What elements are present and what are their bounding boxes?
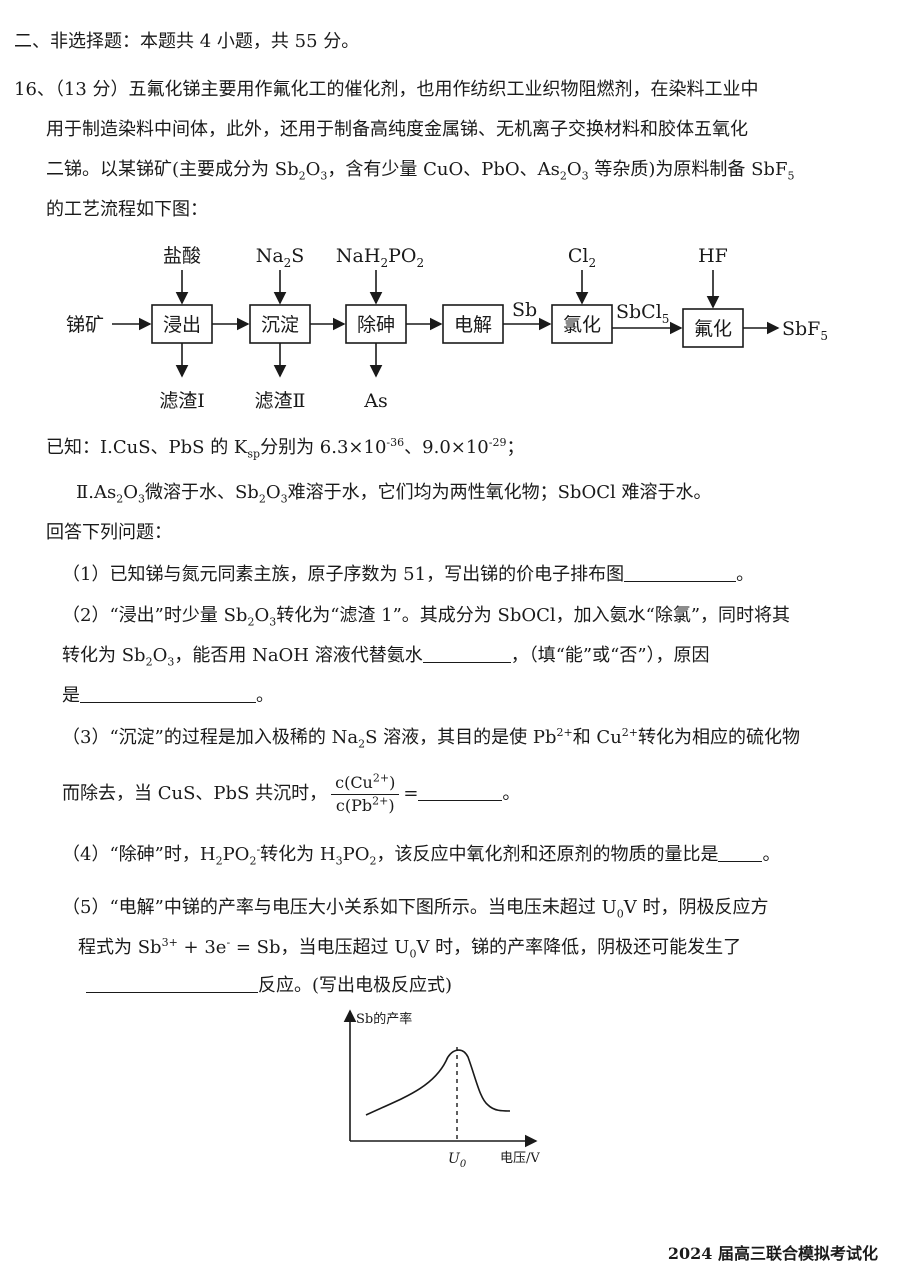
reagent-na2s: Na2S <box>256 245 305 270</box>
part-3-line-1: （3）“沉淀”的过程是加入极稀的 Na2S 溶液，其目的是使 Pb2+和 Cu2… <box>62 726 801 751</box>
part-4: （4）“除砷”时，H2PO2-转化为 H3PO2，该反应中氧化剂和还原剂的物质的… <box>62 843 781 868</box>
part-1: （1）已知锑与氮元同素主族，原子序数为 51，写出锑的价电子排布图。 <box>62 564 755 585</box>
output-residue-2: 滤渣Ⅱ <box>255 390 306 412</box>
answer-blank-2b[interactable] <box>80 702 256 703</box>
box-chlorination <box>551 304 613 344</box>
reagent-hcl: 盐酸 <box>163 245 201 267</box>
part-2-line-1: （2）“浸出”时少量 Sb2O3转化为“滤渣 1”。其成分为 SbOCl，加入氨… <box>62 605 791 629</box>
process-flow-diagram: 锑矿 浸出 沉淀 除砷 电解 氯化 氟化 盐酸 Na2S NaH2PO2 Cl2… <box>66 245 828 412</box>
part-5-line-3: 反应。(写出电极反应式) <box>86 974 452 998</box>
part-2-line-2: 转化为 Sb2O3，能否用 NaOH 溶液代替氨水，（填“能”或“否”），原因 <box>62 645 710 669</box>
answer-blank-4[interactable] <box>718 861 763 862</box>
answer-blank-5[interactable] <box>86 992 258 993</box>
yield-curve <box>365 1049 511 1116</box>
box-label-leach: 浸出 <box>163 314 201 336</box>
box-label-electrolysis: 电解 <box>454 314 492 336</box>
known-line-1: 已知：Ⅰ.CuS、PbS 的 Ksp分别为 6.3×10-36、9.0×10-2… <box>46 436 525 461</box>
q16-intro-line-4: 的工艺流程如下图： <box>46 199 208 220</box>
box-label-fluorination: 氟化 <box>694 318 732 340</box>
q16-intro-line-1: 16、（13 分）五氟化锑主要用作氟化工的催化剂，也用作纺织工业织物阻燃剂，在染… <box>14 79 759 100</box>
part-5-line-1: （5）“电解”中锑的产率与电压大小关系如下图所示。当电压未超过 U0V 时，阴极… <box>62 897 769 921</box>
page-footer: 2024 届高三联合模拟考试化 <box>667 1244 878 1263</box>
concentration-ratio: c(Cu2+)c(Pb2+) <box>331 772 400 817</box>
box-label-precipitate: 沉淀 <box>261 314 299 336</box>
known-line-2: Ⅱ.As2O3微溶于水、Sb2O3难溶于水，它们均为两性氧化物；SbOCl 难溶… <box>76 482 712 506</box>
yield-voltage-graph: Sb的产率 电压/V U0 <box>343 1009 540 1170</box>
graph-xlabel: 电压/V <box>500 1151 540 1166</box>
part-3-line-2: 而除去，当 CuS、PbS 共沉时，c(Cu2+)c(Pb2+)=。 <box>62 771 521 817</box>
output-residue-1: 滤渣Ⅰ <box>159 390 205 412</box>
product-sbf5: SbF5 <box>782 318 828 343</box>
answer-blank-3[interactable] <box>418 800 503 801</box>
flow-raw-material: 锑矿 <box>66 314 104 336</box>
reagent-nah2po2: NaH2PO2 <box>336 245 424 270</box>
part-5-line-2: 程式为 Sb3+ + 3e- = Sb，当电压超过 U0V 时，锑的产率降低，阴… <box>78 936 742 961</box>
box-label-remove-arsenic: 除砷 <box>357 314 395 336</box>
intermediate-sbcl5: SbCl5 <box>616 301 669 326</box>
graph-ylabel: Sb的产率 <box>356 1011 412 1027</box>
box-label-chlorination: 氯化 <box>563 314 601 336</box>
section-heading: 二、非选择题：本题共 4 小题，共 55 分。 <box>14 31 360 52</box>
intermediate-sb: Sb <box>512 299 537 321</box>
q16-intro-line-3: 二锑。以某锑矿(主要成分为 Sb2O3，含有少量 CuO、PbO、As2O3 等… <box>46 159 795 183</box>
answer-blank-1[interactable] <box>624 581 737 582</box>
answer-blank-2a[interactable] <box>422 662 511 663</box>
answer-prompt: 回答下列问题： <box>46 522 172 543</box>
graph-tick-u0: U0 <box>448 1151 467 1170</box>
output-arsenic: As <box>363 390 387 412</box>
reagent-cl2: Cl2 <box>568 245 596 270</box>
reagent-hf: HF <box>698 245 728 267</box>
q16-intro-line-2: 用于制造染料中间体，此外，还用于制备高纯度金属锑、无机离子交换材料和胶体五氧化 <box>46 119 748 140</box>
part-2-line-3: 是。 <box>62 685 274 706</box>
